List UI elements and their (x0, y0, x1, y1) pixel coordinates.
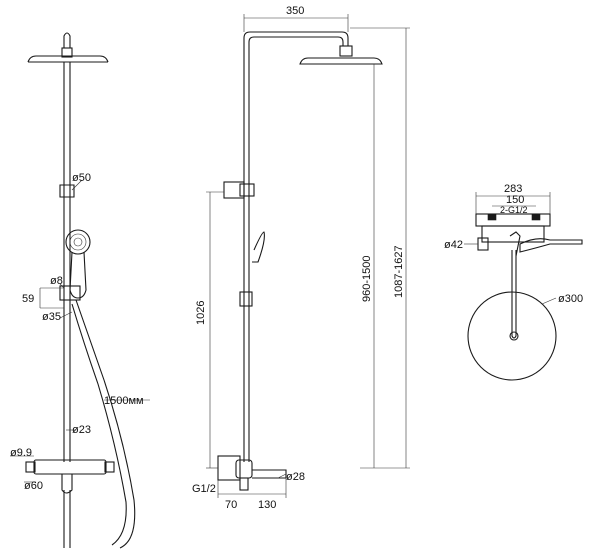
leader-upper-pipe (59, 311, 73, 319)
label-spout-diameter: ø28 (286, 471, 305, 483)
side-mixer-bottom (239, 477, 249, 491)
head-joint (61, 47, 73, 58)
hand-shower-inner (73, 237, 83, 247)
hand-shower-handle (69, 251, 87, 299)
rain-shower-head (27, 55, 109, 63)
top-handle-left (477, 237, 489, 251)
label-adjust-range: 960-1500 (361, 256, 373, 303)
side-bracket-clamp (239, 183, 255, 197)
bracket-upper (59, 184, 75, 198)
label-outlet-diameter: ø9.9 (10, 447, 32, 459)
label-handle-diameter: ø42 (444, 239, 463, 251)
top-arm (511, 250, 517, 339)
slide-holder (59, 285, 81, 301)
side-mixer-body (235, 459, 253, 479)
mixer-right-handle (104, 461, 115, 473)
side-riser-inner (248, 36, 344, 462)
leader-spout-dia (277, 473, 287, 479)
label-arm-diameter: ø50 (72, 172, 91, 184)
top-inlet-left (487, 213, 497, 221)
label-inlet-thread: 2-G1/2 (500, 205, 528, 215)
top-connector (63, 32, 71, 48)
side-head-joint (339, 45, 353, 57)
mixer-outlet (61, 474, 73, 494)
side-slide-holder (239, 291, 253, 307)
label-holder-diameter: ø8 (50, 275, 63, 287)
leader-arm-dia (71, 179, 83, 191)
label-inlet-spacing: 150 (506, 194, 524, 206)
label-spout-length: 130 (258, 499, 276, 511)
front-view: ø50 ø8 59 ø35 1500мм ø23 ø9.9 ø60 (10, 32, 150, 549)
label-total-height: 1087-1627 (393, 245, 405, 298)
top-inlet-right (531, 213, 541, 221)
hose-outer (75, 299, 136, 549)
hand-shower-head (65, 229, 91, 255)
label-width-total: 283 (504, 183, 522, 195)
leader-head-dia (541, 297, 557, 305)
top-rain-head (467, 291, 557, 381)
label-holder-height: 59 (22, 293, 34, 305)
side-view: 350 1026 960-1500 1087-1627 G1/2 ø28 70 … (192, 5, 410, 511)
label-arm-length: 350 (286, 5, 304, 17)
label-pipe-diameter-upper: ø35 (42, 311, 61, 323)
hand-shower-face (69, 233, 87, 251)
label-spout-offset: 70 (225, 499, 237, 511)
side-hand-shower (252, 231, 265, 263)
label-connection: G1/2 (192, 483, 216, 495)
thermostatic-mixer (33, 459, 107, 475)
top-arm-end (509, 331, 519, 341)
side-wall-bracket (223, 181, 245, 199)
mixer-left-handle (25, 461, 36, 473)
label-mixer-diameter: ø60 (24, 480, 43, 492)
side-rain-head (299, 57, 383, 65)
top-hand-shower (519, 238, 583, 253)
label-head-diameter: ø300 (558, 293, 583, 305)
label-hose-length: 1500мм (104, 395, 144, 407)
side-riser-outer (243, 31, 349, 462)
top-view: 283 150 2-G1/2 ø42 ø300 (444, 183, 583, 381)
leader-holder-dia (59, 283, 65, 289)
top-mixer-body (481, 225, 545, 243)
label-pipe-diameter-lower: ø23 (72, 424, 91, 436)
top-riser-section (509, 231, 521, 257)
hose-inner (71, 303, 127, 546)
label-slider-height: 1026 (195, 301, 207, 325)
